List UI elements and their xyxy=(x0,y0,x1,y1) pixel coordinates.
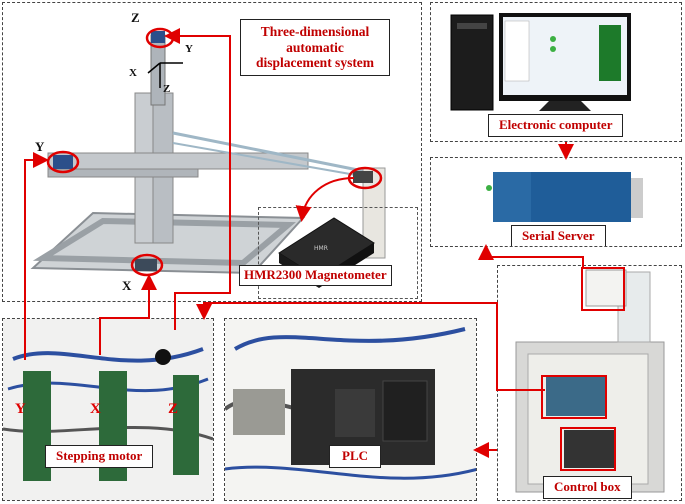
serial-server-photo xyxy=(486,172,643,222)
stepping-motor-label: Stepping motor xyxy=(45,445,154,468)
serial-server-label: Serial Server xyxy=(511,225,606,246)
computer-photo xyxy=(450,13,631,111)
stepping-motor-panel: Y X Z Stepping motor xyxy=(2,318,214,501)
plc-photo xyxy=(225,319,476,500)
plc-label: PLC xyxy=(329,445,381,468)
displacement-system-label: Three-dimensional automatic displacement… xyxy=(240,19,390,76)
svg-text:HMR: HMR xyxy=(314,245,328,252)
control-box-photo xyxy=(515,267,665,493)
computer-panel: Electronic computer xyxy=(430,2,682,142)
control-box-panel: Control box xyxy=(497,265,682,501)
serial-server-panel: Serial Server xyxy=(430,157,682,247)
axis-label-x-bottom: X xyxy=(122,278,132,293)
axis-label-y-small: Y xyxy=(185,43,193,55)
motor-letter-y: Y xyxy=(15,401,26,417)
magnetometer-label: HMR2300 Magnetometer xyxy=(239,265,392,286)
displacement-system-text: Three-dimensional automatic displacement… xyxy=(255,24,375,71)
displacement-system-panel: HMR HMR2300 Magnetometer Three-dimension… xyxy=(2,2,422,302)
axis-label-z-small: Z xyxy=(163,83,171,95)
control-box-label: Control box xyxy=(543,476,632,499)
axis-label-x-small: X xyxy=(129,67,137,79)
motor-letter-x: X xyxy=(90,401,101,417)
displacement-rig-photo xyxy=(30,27,386,277)
motor-letter-z: Z xyxy=(168,401,179,417)
plc-panel: PLC xyxy=(224,318,477,501)
axis-label-z-top: Z xyxy=(131,10,140,25)
computer-label: Electronic computer xyxy=(488,114,624,137)
axis-label-y-left: Y xyxy=(35,139,45,154)
